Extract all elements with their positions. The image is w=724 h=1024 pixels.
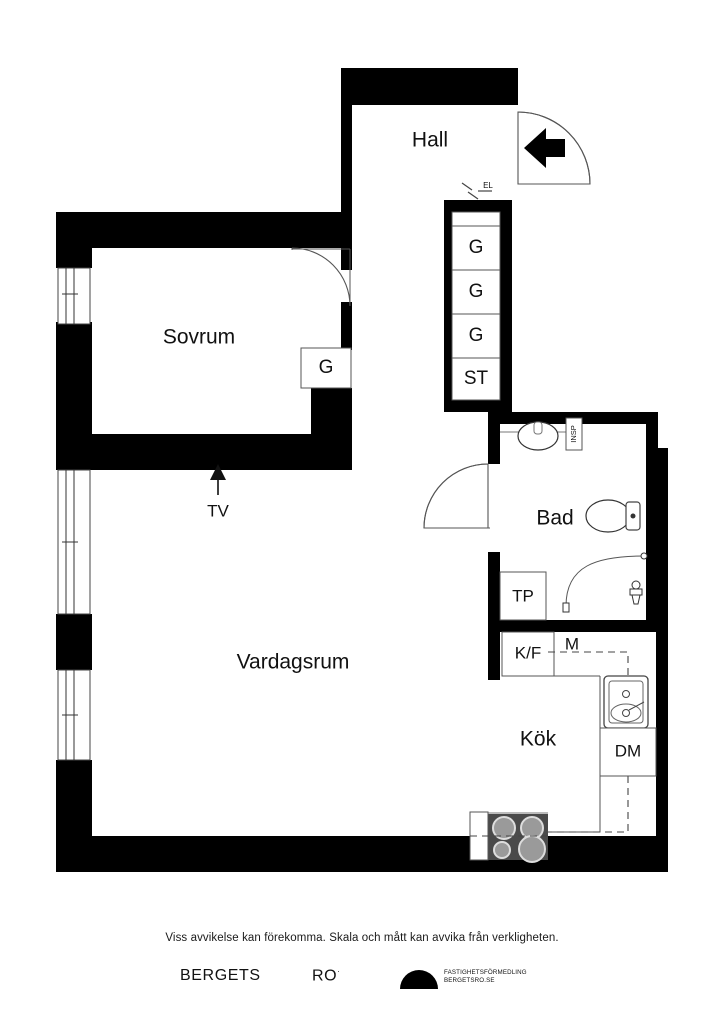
agency-logo-text: FASTIGHETSFÖRMEDLING BERGETSRO.SE <box>444 969 527 985</box>
annotation-labels: TV EL INSP <box>207 181 578 520</box>
room-label-kok: Kök <box>520 728 557 751</box>
inspection-hatch <box>565 417 583 451</box>
floor-plan-drawing: Hall Sovrum Vardagsrum Bad Kök G G G ST … <box>0 0 668 872</box>
brand-bergets-text: BERGETS <box>180 967 261 984</box>
appliance-label-kf: K/F <box>515 643 541 662</box>
kitchen-sink-icon <box>603 675 649 729</box>
closet-labels: G G G ST G <box>319 237 489 389</box>
bedroom-closet <box>300 347 352 389</box>
toilet-icon <box>585 499 641 533</box>
annotation-label-insp: INSP <box>569 425 578 443</box>
closet-label-g-1: G <box>469 237 484 258</box>
appliance-label-m: M <box>565 634 579 653</box>
agency-logo-line2: BERGETSRO.SE <box>444 976 495 984</box>
appliance-label-tp: TP <box>512 586 534 605</box>
shower-mixer-icon <box>629 580 643 605</box>
window-group <box>57 267 91 761</box>
dm-box <box>599 727 657 777</box>
entrance-door[interactable] <box>517 111 591 185</box>
closet-label-g-2: G <box>469 281 484 302</box>
bathroom-fixtures <box>499 417 648 621</box>
agency-logo-line1: FASTIGHETSFÖRMEDLING <box>444 969 527 976</box>
closet-column <box>451 211 501 401</box>
agency-logo: FASTIGHETSFÖRMEDLING BERGETSRO.SE <box>400 964 527 992</box>
bathroom-door[interactable] <box>423 463 490 529</box>
dome-icon <box>400 970 438 989</box>
kitchen-fixtures <box>469 631 657 863</box>
window-upper <box>57 267 91 325</box>
brand-ro-text: RO· <box>312 967 340 985</box>
closet-label-g-bedroom: G <box>319 357 334 378</box>
shower-curve <box>562 552 648 613</box>
room-label-bad: Bad <box>536 507 573 530</box>
brand-ro-label: RO <box>312 967 338 985</box>
annotation-label-tv: TV <box>207 501 229 520</box>
brand-ro-mark: · <box>337 967 341 976</box>
kf-box <box>501 631 555 677</box>
annotation-label-el: EL <box>483 181 493 190</box>
wall-structure <box>56 68 668 872</box>
appliance-labels: TP K/F M DM <box>512 586 641 760</box>
disclaimer-text: Viss avvikelse kan förekomma. Skala och … <box>165 932 559 944</box>
el-marker <box>461 182 492 200</box>
stove-icon <box>469 811 548 863</box>
window-lower <box>57 669 91 761</box>
appliance-label-dm: DM <box>615 741 641 760</box>
entry-arrow-icon <box>524 128 565 168</box>
room-label-vardagsrum: Vardagsrum <box>237 651 350 674</box>
footer: Viss avvikelse kan förekomma. Skala och … <box>0 900 724 1024</box>
room-label-sovrum: Sovrum <box>163 326 235 349</box>
brand-bar: BERGETS RO· FASTIGHETSFÖRMEDLING BERGETS… <box>0 963 724 1005</box>
sink-icon <box>500 421 566 451</box>
bedroom-door[interactable] <box>0 0 351 307</box>
tv-outlet-marker <box>210 464 226 495</box>
closet-label-g-3: G <box>469 325 484 346</box>
room-label-hall: Hall <box>412 129 448 152</box>
room-labels: Hall Sovrum Vardagsrum Bad Kök <box>163 129 574 751</box>
window-middle <box>57 469 91 615</box>
tp-box <box>499 571 547 621</box>
closet-label-st: ST <box>464 368 489 389</box>
